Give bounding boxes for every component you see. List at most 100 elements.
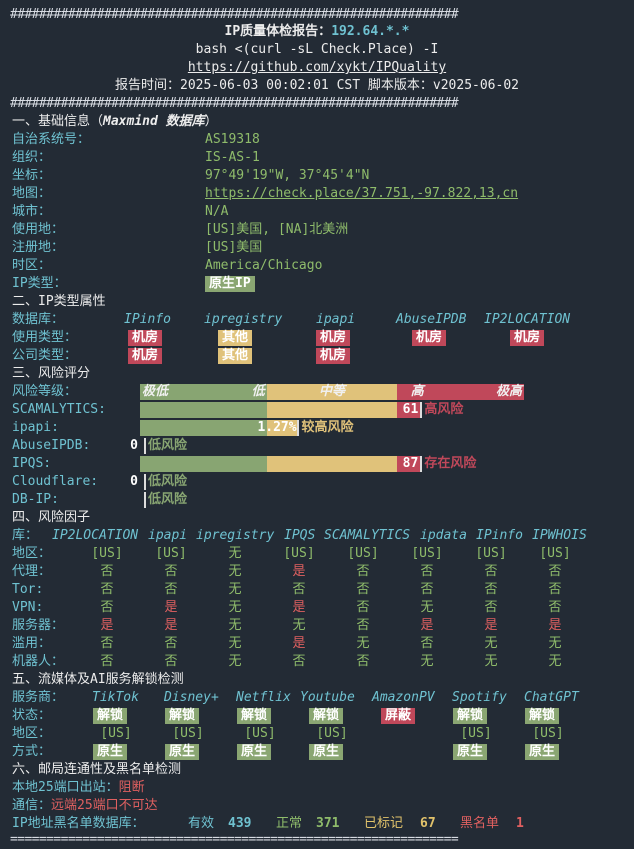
risk-score-value: 1.27% bbox=[257, 420, 297, 435]
basic-title-end: ） bbox=[204, 114, 218, 129]
command-line[interactable]: bash <(curl -sL Check.Place) -I bbox=[195, 42, 439, 57]
type-badge: 机房 bbox=[128, 330, 163, 346]
port-label: 本地25端口出站： bbox=[12, 780, 119, 795]
time-label: 报告时间： bbox=[115, 78, 181, 93]
factor-cell: 否 bbox=[484, 582, 498, 597]
service-name: Netflix bbox=[236, 690, 291, 705]
service-status-badge: 解锁 bbox=[525, 708, 560, 724]
risk-bar-marker bbox=[144, 438, 146, 454]
service-region: [US] bbox=[244, 726, 276, 741]
risk-desc: 高风险 bbox=[424, 402, 464, 417]
service-name: AmazonPV bbox=[372, 690, 435, 705]
factor-cell: 无 bbox=[228, 600, 242, 615]
marked-value: 67 bbox=[420, 816, 436, 831]
section-mail-title: 六、邮局连通性及黑名单检测 bbox=[12, 762, 182, 777]
risk-score-value: 61 bbox=[402, 402, 419, 417]
risk-desc: 较高风险 bbox=[301, 420, 354, 435]
risk-bar-marker bbox=[297, 420, 300, 436]
risk-desc: 低风险 bbox=[148, 474, 188, 489]
factor-cell: 无 bbox=[228, 546, 242, 561]
basic-info-value: 97°49'19"W, 37°45'4"N bbox=[205, 168, 370, 183]
service-status-badge: 解锁 bbox=[165, 708, 200, 724]
risk-row: Cloudflare: bbox=[12, 473, 634, 491]
basic-info-value: [US]美国, [NA]北美洲 bbox=[205, 222, 349, 237]
factor-cell: 否 bbox=[164, 582, 178, 597]
factor-row: VPN: bbox=[12, 599, 634, 617]
factor-label: 机器人： bbox=[12, 654, 65, 669]
svc-region-row: 地区： bbox=[12, 725, 634, 743]
report-prefix: IP质量体检报告： bbox=[224, 24, 332, 39]
port-value: 阻断 bbox=[118, 780, 145, 795]
type-badge: 其他 bbox=[218, 348, 253, 364]
basic-info-label: 注册地： bbox=[12, 240, 65, 255]
factor-lib-name: SCAMALYTICS bbox=[324, 528, 411, 543]
iptype-db-name: ipregistry bbox=[204, 312, 283, 327]
factor-label: 地区： bbox=[12, 546, 52, 561]
version-value: v2025-06-02 bbox=[432, 78, 519, 93]
factor-cell: 无 bbox=[228, 636, 242, 651]
factor-lib-name: ipapi bbox=[148, 528, 188, 543]
company-label: 公司类型： bbox=[12, 348, 78, 363]
report-title: IP质量体检报告：192.64.*.* bbox=[0, 23, 634, 41]
risk-level-4: 极高 bbox=[495, 384, 522, 399]
risk-scale-segment bbox=[397, 384, 524, 400]
iptype-db-row: 数据库： bbox=[12, 311, 634, 329]
conn-value: 远端25端口不可达 bbox=[51, 798, 158, 813]
risk-level-3: 高 bbox=[410, 384, 424, 399]
factor-cell: [US] bbox=[475, 546, 507, 561]
black-value: 1 bbox=[516, 816, 524, 831]
valid-label: 有效 bbox=[188, 816, 215, 831]
factor-lib-name: IPQS bbox=[284, 528, 316, 543]
report-ip: 192.64.*.* bbox=[331, 24, 410, 39]
factor-cell: 否 bbox=[356, 654, 370, 669]
iptype-db-name: IPinfo bbox=[124, 312, 171, 327]
risk-level-label: 风险等级： bbox=[12, 384, 78, 399]
factor-cell: 是 bbox=[484, 618, 498, 633]
basic-info-row: 城市：N/A bbox=[12, 203, 634, 221]
version-label: 脚本版本： bbox=[367, 78, 433, 93]
factor-cell: 是 bbox=[292, 636, 306, 651]
risk-bar-fill bbox=[397, 456, 421, 472]
risk-bar-fill bbox=[266, 420, 298, 436]
iptype-value-badge: 原生IP bbox=[205, 276, 255, 292]
risk-row: DB-IP: bbox=[12, 491, 634, 509]
service-region: [US] bbox=[100, 726, 132, 741]
basic-info-label: 自治系统号： bbox=[12, 132, 91, 147]
footer-separator: ========================================… bbox=[10, 832, 459, 847]
factor-cell: 否 bbox=[356, 600, 370, 615]
factor-cell: 是 bbox=[292, 600, 306, 615]
factor-row: 代理： bbox=[12, 563, 634, 581]
factor-row: 滥用： bbox=[12, 635, 634, 653]
type-badge: 其他 bbox=[218, 330, 253, 346]
factors-lib-row: 库： bbox=[12, 527, 634, 545]
factor-row: 服务器： bbox=[12, 617, 634, 635]
risk-scale-segment bbox=[266, 384, 398, 400]
svc-row: 服务商： bbox=[12, 689, 634, 707]
risk-source-label: DB-IP: bbox=[12, 492, 59, 507]
factor-cell: 否 bbox=[548, 600, 562, 615]
factor-label: 代理： bbox=[12, 564, 52, 579]
factor-cell: 无 bbox=[228, 564, 242, 579]
factor-cell: 无 bbox=[484, 636, 498, 651]
project-url[interactable]: https://github.com/xykt/IPQuality bbox=[187, 60, 447, 75]
factor-cell: [US] bbox=[283, 546, 315, 561]
service-method-badge: 原生 bbox=[453, 744, 488, 760]
factor-lib-name: IP2LOCATION bbox=[52, 528, 139, 543]
basic-info-value[interactable]: https://check.place/37.751,-97.822,13,cn bbox=[205, 186, 519, 201]
service-region: [US] bbox=[316, 726, 348, 741]
factor-cell: [US] bbox=[91, 546, 123, 561]
basic-info-row: 使用地：[US]美国, [NA]北美洲 bbox=[12, 221, 634, 239]
normal-label: 正常 bbox=[276, 816, 303, 831]
risk-scale-segment bbox=[140, 384, 267, 400]
basic-info-label: 城市： bbox=[12, 204, 52, 219]
iptype-row: IP类型： 原生IP bbox=[12, 275, 634, 293]
factor-cell: 否 bbox=[292, 654, 306, 669]
type-badge: 机房 bbox=[510, 330, 545, 346]
risk-bar-fill bbox=[140, 420, 267, 436]
factor-cell: 无 bbox=[548, 654, 562, 669]
factor-cell: [US] bbox=[411, 546, 443, 561]
factor-cell: 是 bbox=[100, 618, 114, 633]
factor-cell: 否 bbox=[420, 582, 434, 597]
service-region: [US] bbox=[532, 726, 564, 741]
factor-cell: 否 bbox=[420, 564, 434, 579]
